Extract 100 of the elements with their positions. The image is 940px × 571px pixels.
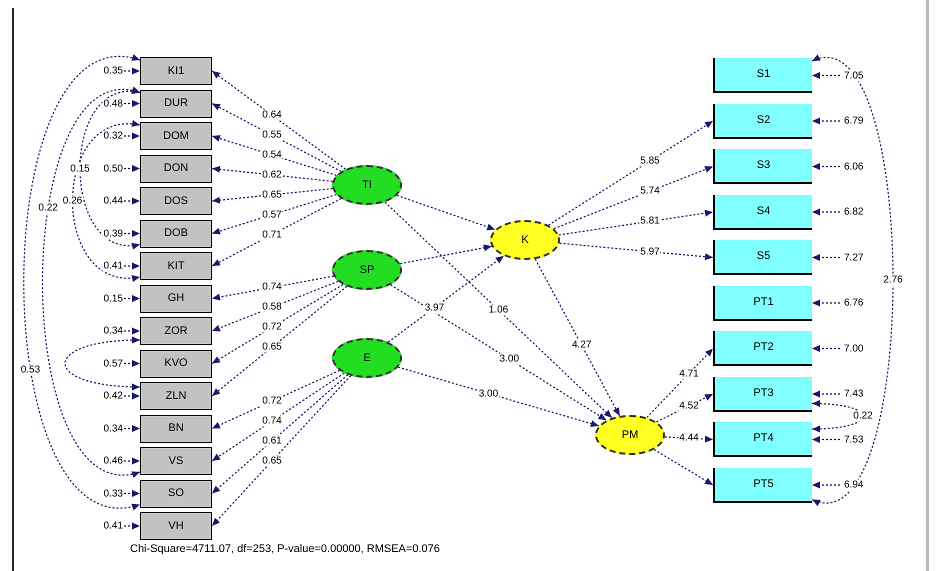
edge-label: 0.65	[261, 189, 283, 200]
edge-label: 0.33	[102, 488, 124, 499]
arrow	[400, 244, 492, 264]
node-label: VS	[168, 454, 184, 469]
edge-label: 3.97	[424, 302, 446, 314]
variable-box	[140, 220, 212, 248]
edge-label: 6.06	[843, 161, 864, 172]
edge-label: 0.34	[102, 326, 124, 336]
edge-label: 0.54	[261, 149, 283, 160]
variable-box	[140, 154, 212, 182]
latent-ellipse	[595, 415, 665, 455]
variable-box	[713, 58, 812, 93]
node-label: DOB	[164, 226, 188, 242]
node-label: S5	[756, 249, 770, 264]
edge-label: 0.65	[261, 342, 283, 353]
variable-box	[140, 122, 212, 150]
variable-box	[140, 284, 212, 312]
edge-label: 0.41	[102, 260, 124, 272]
node-label: S2	[756, 112, 770, 128]
node-label: E	[363, 350, 371, 366]
edge-label: 0.64	[261, 110, 283, 121]
arrow	[812, 300, 840, 306]
variable-box	[140, 57, 212, 85]
node-label: KIT	[167, 258, 185, 274]
arrow	[124, 198, 140, 204]
node-label: PT5	[753, 476, 774, 492]
arrow	[812, 345, 840, 352]
edge-label: 0.57	[102, 358, 124, 369]
arrow	[812, 390, 840, 398]
arrow	[212, 194, 336, 234]
edge-label: 0.34	[102, 423, 124, 434]
edge-label: 0.58	[261, 302, 283, 313]
arrow	[384, 202, 612, 418]
arrow	[212, 166, 333, 182]
edge-label: 0.74	[261, 416, 283, 427]
edge-label: 5.74	[639, 186, 661, 197]
node-label: TI	[362, 178, 372, 193]
edge-label: 5.81	[639, 216, 661, 227]
arrow	[212, 70, 346, 170]
node-label: S1	[756, 67, 770, 82]
variable-box	[713, 468, 812, 502]
node-label: PT4	[753, 431, 774, 446]
arrow	[212, 102, 342, 172]
edge-label: 0.72	[261, 396, 283, 407]
node-label: K	[521, 232, 529, 248]
arrow	[654, 449, 714, 486]
edge-label: 1.06	[488, 304, 510, 316]
edge-label: 2.76	[882, 274, 904, 286]
variable-box	[713, 422, 812, 457]
edge-label: 0.72	[261, 322, 283, 333]
double-headed-arc	[23, 56, 140, 508]
arrow	[390, 284, 607, 421]
edge-label: 7.05	[843, 70, 864, 81]
arrow	[812, 482, 840, 488]
edge-label: 0.22	[37, 202, 59, 214]
arrow	[124, 262, 140, 270]
double-headed-arc	[42, 88, 140, 476]
arrow	[212, 284, 344, 364]
edge-label: 5.97	[639, 246, 661, 258]
fit-statistics-caption: Chi-Square=4711.07, df=253, P-value=0.00000, RMSEA=0.076	[130, 542, 440, 557]
arrow	[812, 72, 840, 79]
edge-label: 0.55	[261, 130, 283, 141]
variable-box	[140, 90, 212, 118]
edge-label: 0.22	[852, 410, 874, 422]
double-headed-arc	[72, 121, 140, 281]
variable-box	[140, 382, 212, 410]
node-label: DUR	[164, 96, 188, 112]
arrow	[124, 100, 140, 107]
arrow	[212, 375, 352, 526]
latent-ellipse	[332, 250, 402, 290]
node-label: KI1	[168, 64, 184, 79]
edge-label: 6.94	[843, 480, 864, 490]
node-label: SO	[168, 486, 184, 502]
double-headed-arc	[812, 57, 894, 504]
edge-label: 0.44	[102, 196, 124, 206]
arrow	[124, 230, 140, 237]
edge-label: 0.35	[102, 66, 124, 76]
edge-label: 0.57	[261, 209, 283, 220]
edge-label: 0.15	[69, 163, 91, 174]
variable-box	[140, 187, 212, 215]
arrow	[124, 165, 140, 172]
arrow	[124, 522, 140, 530]
edge-label: 7.00	[843, 343, 864, 354]
variable-box	[713, 149, 812, 184]
edge-label: 4.71	[678, 368, 700, 379]
arrow	[212, 276, 334, 300]
node-label: ZLN	[166, 388, 186, 404]
variable-box	[140, 447, 212, 475]
arrow	[548, 120, 714, 226]
latent-ellipse	[332, 338, 402, 378]
variable-box	[713, 240, 812, 275]
edge-label: 0.50	[102, 163, 124, 174]
node-label: PT1	[753, 294, 774, 310]
edge-label: 7.43	[843, 388, 864, 400]
edge-label: 0.65	[261, 455, 283, 466]
node-label: S3	[756, 158, 770, 174]
arrow	[124, 360, 140, 367]
edge-label: 3.00	[498, 354, 520, 365]
edge-label: 6.79	[843, 116, 864, 126]
arrow	[398, 366, 600, 427]
